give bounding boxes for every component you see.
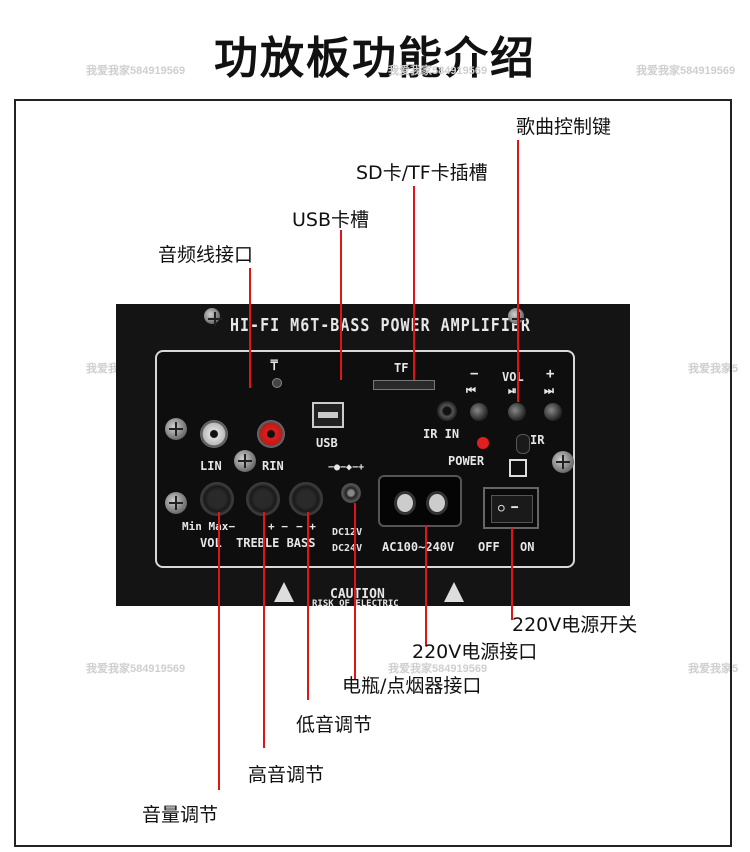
vol-label: VOL bbox=[502, 370, 524, 384]
pointer-line bbox=[517, 140, 519, 402]
screw-icon bbox=[508, 308, 526, 326]
pointer-line bbox=[249, 268, 251, 388]
prev-icon: ⏮ bbox=[466, 384, 476, 397]
ir-in-jack[interactable] bbox=[437, 401, 457, 421]
label-treble-adjust: 高音调节 bbox=[248, 764, 325, 786]
dc24-label: DC24V bbox=[332, 543, 363, 554]
play-pause-icon: ⏯ bbox=[508, 384, 517, 397]
line-in-right-jack[interactable] bbox=[257, 420, 285, 448]
pointer-line bbox=[413, 186, 415, 380]
pointer-line bbox=[263, 512, 265, 748]
warning-triangle-icon bbox=[274, 582, 294, 602]
content-frame bbox=[14, 99, 732, 847]
pointer-line bbox=[307, 512, 309, 700]
double-insulation-icon bbox=[509, 459, 527, 477]
audio-line-jack[interactable] bbox=[272, 378, 282, 388]
screw-icon bbox=[234, 450, 256, 472]
tf-label: TF bbox=[394, 361, 409, 375]
dc12-label: DC12V bbox=[332, 527, 363, 538]
watermark: 我爱我家584919569 bbox=[86, 663, 186, 675]
ir-receiver bbox=[516, 434, 530, 454]
watermark: 我爱我家584919569 bbox=[86, 65, 186, 77]
usb-port[interactable] bbox=[312, 402, 344, 428]
line-in-left-jack[interactable] bbox=[200, 420, 228, 448]
dc-polarity-icon: −●−◆−+ bbox=[328, 462, 365, 473]
ir-label: IR bbox=[530, 433, 545, 447]
label-sd-tf-slot: SD卡/TF卡插槽 bbox=[356, 162, 488, 184]
board-header: HI-FI M6T-BASS POWER AMPLIFIER bbox=[230, 314, 531, 336]
watermark: 我爱我家5 bbox=[688, 663, 739, 675]
screw-icon bbox=[204, 308, 222, 326]
label-audio-line: 音频线接口 bbox=[158, 244, 254, 266]
min-max-label: Min Max− bbox=[182, 520, 235, 533]
screw-icon bbox=[165, 418, 187, 440]
next-icon: ⏭ bbox=[544, 384, 554, 397]
on-label: ON bbox=[520, 540, 535, 554]
usb-label: USB bbox=[316, 436, 338, 450]
label-usb-slot: USB卡槽 bbox=[292, 209, 370, 231]
power-switch[interactable]: ○ ━ bbox=[483, 487, 539, 529]
bass-knob[interactable] bbox=[289, 482, 323, 516]
bass-minus-plus-label: − + bbox=[296, 520, 316, 533]
control-panel bbox=[155, 350, 575, 568]
page-title: 功放板功能介绍 bbox=[214, 33, 536, 84]
switch-rocker[interactable]: ○ ━ bbox=[491, 495, 533, 523]
antenna-icon: ⍑ bbox=[270, 358, 279, 374]
label-song-keys: 歌曲控制键 bbox=[516, 116, 612, 138]
pointer-line bbox=[511, 528, 513, 620]
power-label: POWER bbox=[448, 454, 485, 468]
label-bass-adjust: 低音调节 bbox=[296, 714, 373, 736]
switch-symbol: ○ ━ bbox=[498, 501, 518, 514]
pointer-line bbox=[340, 230, 342, 380]
prev-button[interactable] bbox=[470, 403, 488, 421]
power-led bbox=[477, 437, 489, 449]
treble-knob[interactable] bbox=[246, 482, 280, 516]
label-volume-adjust: 音量调节 bbox=[142, 804, 219, 826]
play-pause-button[interactable] bbox=[508, 403, 526, 421]
off-label: OFF bbox=[478, 540, 500, 554]
next-button[interactable] bbox=[544, 403, 562, 421]
label-power-socket: 220V电源接口 bbox=[412, 641, 538, 663]
treble-bass-label: TREBLE BASS bbox=[236, 536, 316, 550]
dc-jack[interactable] bbox=[341, 483, 361, 503]
watermark: 我爱我家584919569 bbox=[636, 65, 736, 77]
caution-text: CAUTION bbox=[330, 587, 385, 602]
warning-triangle-icon bbox=[444, 582, 464, 602]
watermark: 我爱我家5 bbox=[688, 363, 739, 375]
minus-label: − bbox=[470, 366, 479, 382]
rin-label: RIN bbox=[262, 459, 284, 473]
pointer-line bbox=[354, 503, 356, 679]
pointer-line bbox=[425, 526, 427, 646]
watermark: 我爱我家584919569 bbox=[388, 65, 488, 77]
screw-icon bbox=[552, 451, 574, 473]
screw-icon bbox=[165, 492, 187, 514]
label-battery-socket: 电瓶/点烟器接口 bbox=[342, 675, 482, 697]
volume-knob[interactable] bbox=[200, 482, 234, 516]
ac-power-socket[interactable] bbox=[378, 475, 462, 527]
watermark: 我爱我家584919569 bbox=[388, 663, 488, 675]
ac-label: AC100∼240V bbox=[382, 540, 455, 554]
label-power-switch: 220V电源开关 bbox=[512, 614, 638, 636]
pointer-line bbox=[218, 512, 220, 790]
ir-in-label: IR IN bbox=[423, 427, 460, 441]
plus-label: + bbox=[546, 366, 555, 382]
lin-label: LIN bbox=[200, 459, 222, 473]
treble-plus-minus-label: + − bbox=[268, 520, 288, 533]
vol-knob-label: VOL bbox=[200, 536, 222, 550]
tf-card-slot[interactable] bbox=[373, 380, 435, 390]
